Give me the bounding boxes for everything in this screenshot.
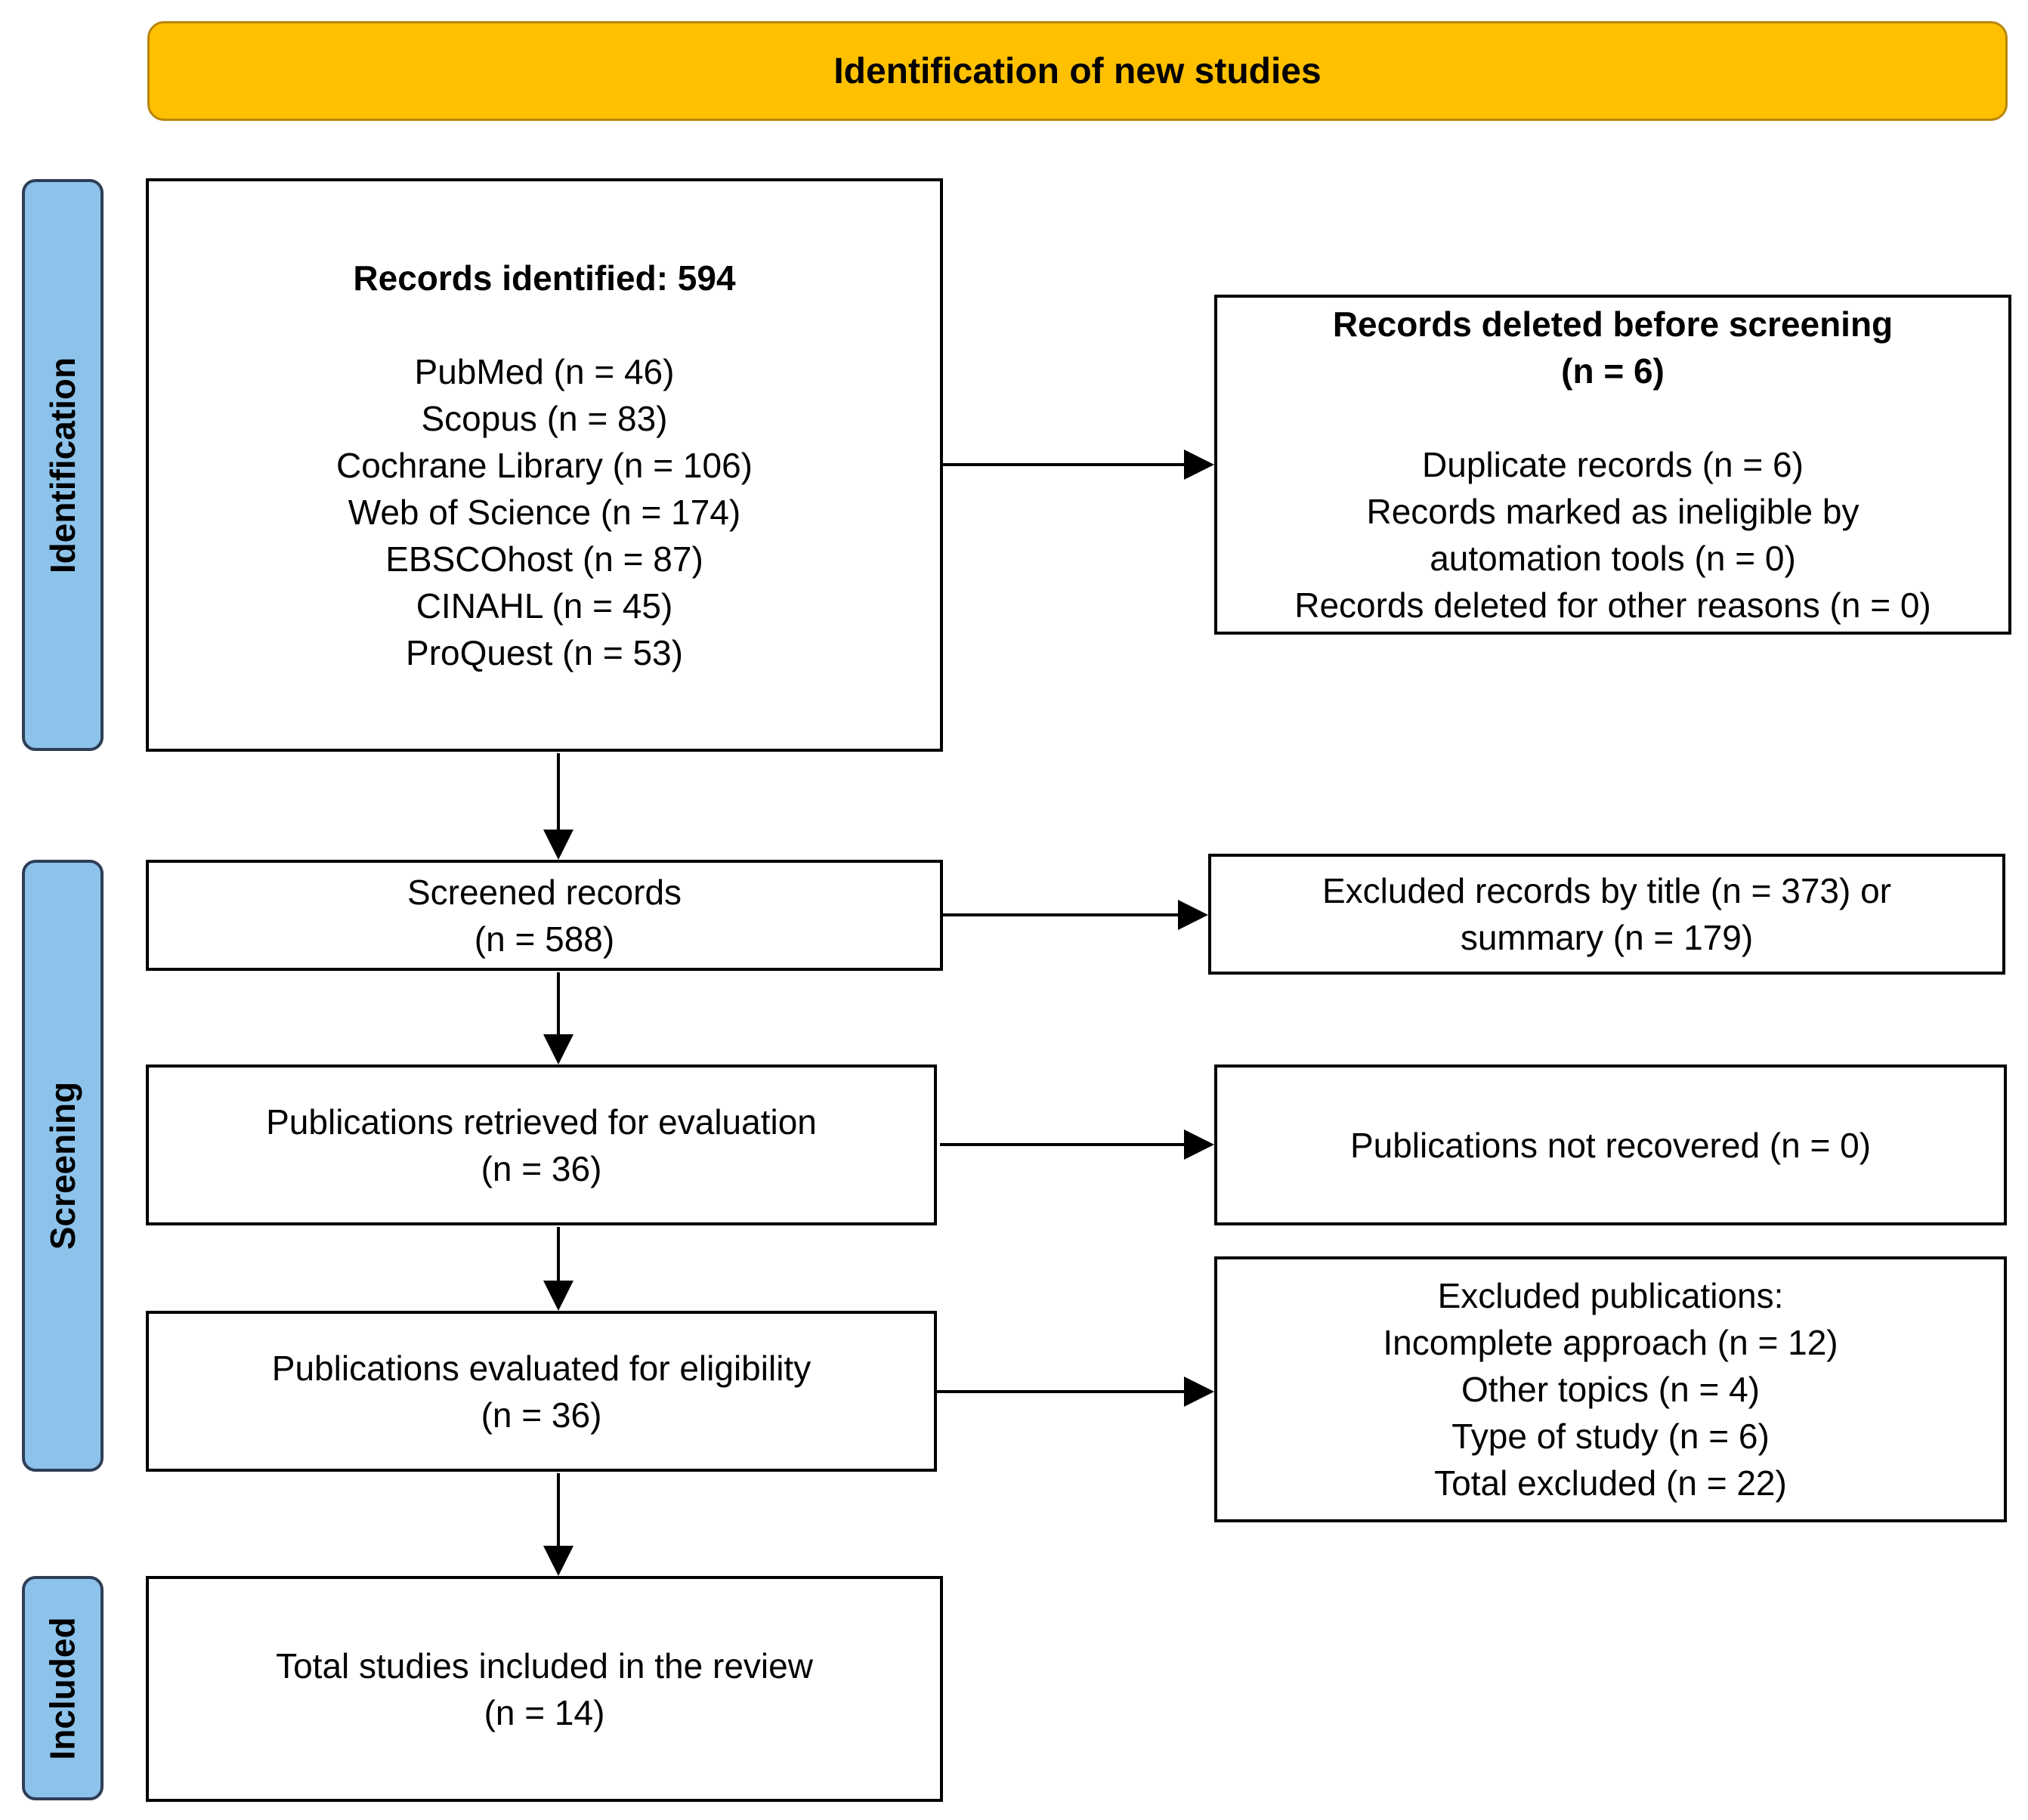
eligibility-count: (n = 36) (481, 1395, 602, 1435)
source-item: Cochrane Library (n = 106) (335, 445, 753, 485)
retrieved-label: Publications retrieved for evaluation (266, 1102, 817, 1142)
deleted-item: Duplicate records (n = 6) (1422, 445, 1804, 484)
source-item: PubMed (n = 46) (414, 351, 675, 391)
source-item: CINAHL (n = 45) (416, 586, 673, 626)
screened-records-count: (n = 588) (474, 919, 615, 959)
eligibility-label: Publications evaluated for eligibility (271, 1348, 812, 1388)
records-deleted-count: (n = 6) (1561, 351, 1665, 391)
phase-included: Included (22, 1576, 104, 1800)
not-recovered-label: Publications not recovered (n = 0) (1349, 1125, 1872, 1165)
excluded-publications-line: Type of study (n = 6) (1451, 1417, 1770, 1456)
header-title: Identification of new studies (833, 51, 1322, 91)
source-item: EBSCOhost (n = 87) (385, 539, 703, 579)
excluded-publications-line: Incomplete approach (n = 12) (1383, 1323, 1838, 1362)
retrieved-box: Publications retrieved for evaluation (n… (146, 1064, 937, 1225)
phase-identification: Identification (22, 179, 104, 751)
source-item: ProQuest (n = 53) (406, 632, 683, 672)
phase-screening: Screening (22, 860, 104, 1472)
screened-records-box: Screened records (n = 588) (146, 860, 943, 971)
retrieved-count: (n = 36) (481, 1148, 602, 1188)
excluded-records-line1: Excluded records by title (n = 373) or (1322, 871, 1891, 910)
excluded-records-line2: summary (n = 179) (1460, 918, 1754, 957)
records-identified-box: Records identified: 594 PubMed (n = 46) … (146, 178, 943, 752)
header-banner: Identification of new studies (147, 21, 2008, 121)
eligibility-box: Publications evaluated for eligibility (… (146, 1311, 937, 1472)
records-deleted-title: Records deleted before screening (1332, 304, 1894, 344)
deleted-item: Records deleted for other reasons (n = 0… (1294, 586, 1931, 625)
not-recovered-box: Publications not recovered (n = 0) (1214, 1064, 2007, 1225)
excluded-publications-box: Excluded publications: Incomplete approa… (1214, 1256, 2007, 1522)
included-label: Total studies included in the review (276, 1645, 813, 1686)
excluded-publications-line: Other topics (n = 4) (1461, 1370, 1760, 1409)
records-deleted-box: Records deleted before screening (n = 6)… (1214, 295, 2011, 635)
screened-records-label: Screened records (407, 872, 682, 912)
deleted-item: automation tools (n = 0) (1430, 539, 1796, 578)
deleted-item: Records marked as ineligible by (1366, 492, 1860, 531)
excluded-records-box: Excluded records by title (n = 373) or s… (1208, 854, 2005, 975)
excluded-publications-line: Total excluded (n = 22) (1434, 1463, 1787, 1503)
source-item: Scopus (n = 83) (421, 398, 668, 438)
records-identified-title: Records identified: 594 (353, 258, 736, 298)
included-count: (n = 14) (484, 1692, 605, 1732)
excluded-publications-line: Excluded publications: (1437, 1276, 1784, 1315)
included-box: Total studies included in the review (n … (146, 1576, 943, 1802)
source-item: Web of Science (n = 174) (348, 492, 741, 532)
